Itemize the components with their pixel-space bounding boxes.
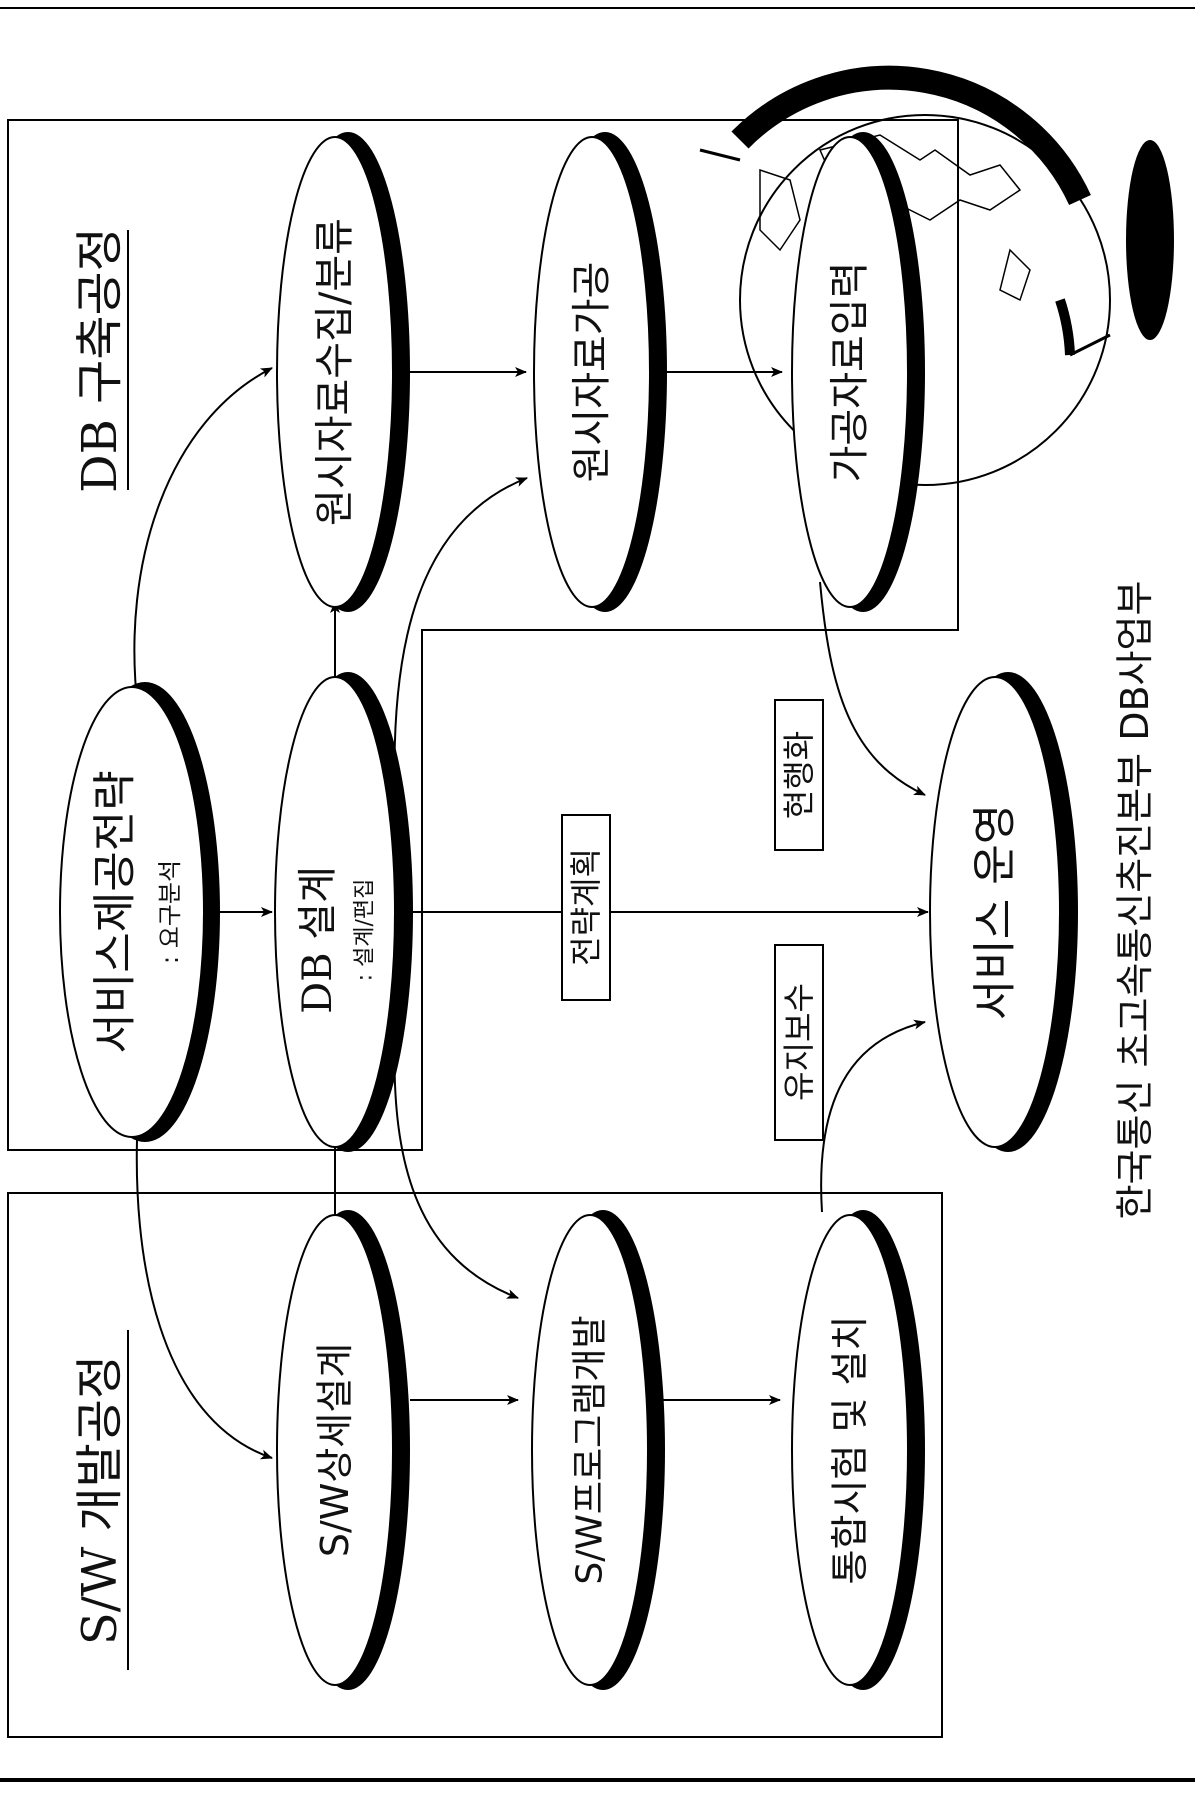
sw-section-box [7,1192,943,1738]
node-label-raw-process: 원시자료가공 [569,262,615,483]
node-label-sw-program-dev: S/W프로그램개발 [570,1315,611,1584]
edge-dbdesign-to-process [393,477,528,801]
node-integration-test [791,1210,925,1690]
db-section-box [7,119,959,1151]
edge-integration-to-operation [820,1019,926,1213]
sw-section-title: S/W 개발공정 [72,1355,128,1645]
node-label-service-strategy: 서비스제공전략 [90,770,141,1053]
node-processed-input [791,132,925,612]
node-service-operation [929,672,1078,1152]
node-sw-program-dev [531,1210,665,1690]
node-label-db-design: DB 설계 [295,866,341,1014]
node-label-service-operation: 서비스 운영 [970,804,1021,1020]
node-raw-collect [276,132,410,612]
label-box-strategy [561,814,611,1001]
node-service-strategy [59,682,220,1142]
label-box-maintenance [774,944,824,1141]
node-label-sw-detail-design: S/W상세설계 [313,1343,357,1557]
edge-label-strategy: 전략계획 [567,848,605,966]
edge-input-to-operation [819,581,926,796]
node-label-raw-collect: 원시자료수집/분류 [312,218,358,526]
footer-organization: 한국통신 초고속통신추진본부 DB사업부 [1113,581,1157,1220]
node-raw-process [533,132,667,612]
diagram-edges [133,367,929,1460]
edge-label-currency: 현행화 [780,731,818,819]
edge-dbdesign-to-programdev [393,1029,519,1299]
edge-strategy-to-swdesign [135,1114,273,1460]
db-section-title: DB 구축공정 [72,227,128,493]
node-sw-detail-design [276,1210,410,1690]
label-box-currency [774,699,824,851]
node-sub-db-design: : 설계/편집 [353,879,378,982]
globe-icon [699,65,1174,486]
edge-label-maintenance: 유지보수 [780,983,818,1101]
node-sub-service-strategy: : 요구분석 [156,860,184,964]
edge-strategy-to-collect [133,367,273,711]
node-label-processed-input: 가공자료입력 [827,262,873,483]
node-label-integration-test: 통합시험 및 설치 [828,1316,872,1585]
node-db-design [274,672,413,1152]
